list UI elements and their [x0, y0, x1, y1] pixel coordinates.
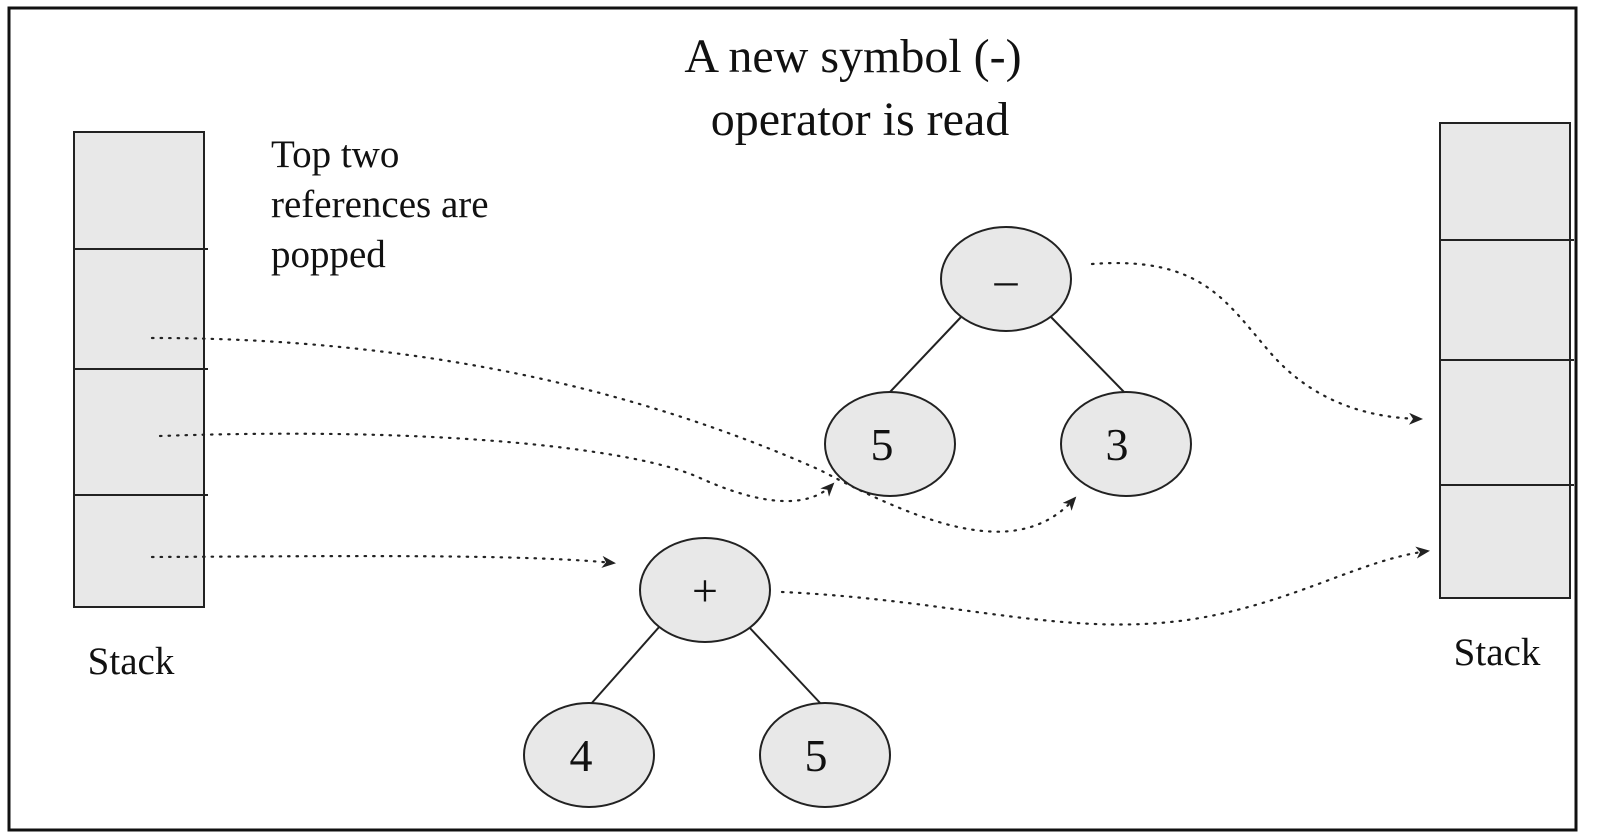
left-stack — [73, 131, 208, 608]
plus-left-node — [523, 702, 655, 808]
left-stack-cell-3 — [73, 368, 205, 496]
right-stack-cell-3 — [1439, 359, 1571, 486]
title-line-1: A new symbol (-) — [684, 30, 1021, 83]
minus-left-node — [824, 391, 956, 497]
minus-right-label: 3 — [1106, 419, 1129, 470]
title-line-2: operator is read — [711, 93, 1010, 146]
minus-tree: – 5 3 — [824, 226, 1192, 497]
minus-left-label: 5 — [871, 419, 894, 470]
right-stack-cell-1 — [1439, 122, 1571, 241]
right-stack-cell-4 — [1439, 484, 1571, 599]
left-stack-cell-1 — [73, 131, 205, 250]
minus-right-node — [1060, 391, 1192, 497]
plus-left-label: 4 — [570, 730, 593, 781]
plus-right-label: 5 — [805, 730, 828, 781]
annotation-line-3: popped — [271, 233, 386, 276]
left-stack-cell-2 — [73, 248, 205, 370]
minus-tree-edge-right — [1049, 315, 1125, 393]
arrow-minus-root-to-right-stack — [1090, 261, 1423, 425]
plus-tree-edge-left — [589, 625, 661, 706]
minus-root-node — [940, 226, 1072, 332]
plus-right-node — [759, 702, 891, 808]
left-stack-cell-4 — [73, 494, 205, 608]
arrow-stack-cell-3-to-minus-left-node — [158, 432, 835, 503]
right-stack — [1439, 122, 1574, 599]
diagram-border — [7, 6, 1578, 832]
right-stack-label: Stack — [1454, 631, 1541, 674]
arrow-stack-cell-4-to-plus-root — [150, 554, 616, 568]
plus-tree-edge-right — [747, 625, 823, 706]
arrow-plus-root-to-right-stack — [780, 546, 1430, 626]
right-stack-cell-2 — [1439, 239, 1571, 361]
annotation-line-1: Top two — [271, 133, 399, 176]
minus-tree-edge-left — [889, 315, 963, 393]
annotation-line-2: references are — [271, 183, 489, 226]
arrow-stack-cell-2-to-minus-right-node — [150, 336, 1077, 533]
plus-root-node — [639, 537, 771, 643]
minus-root-label: – — [994, 254, 1019, 305]
left-stack-label: Stack — [88, 640, 175, 683]
plus-root-label: + — [692, 565, 718, 616]
plus-tree: + 4 5 — [523, 537, 891, 808]
